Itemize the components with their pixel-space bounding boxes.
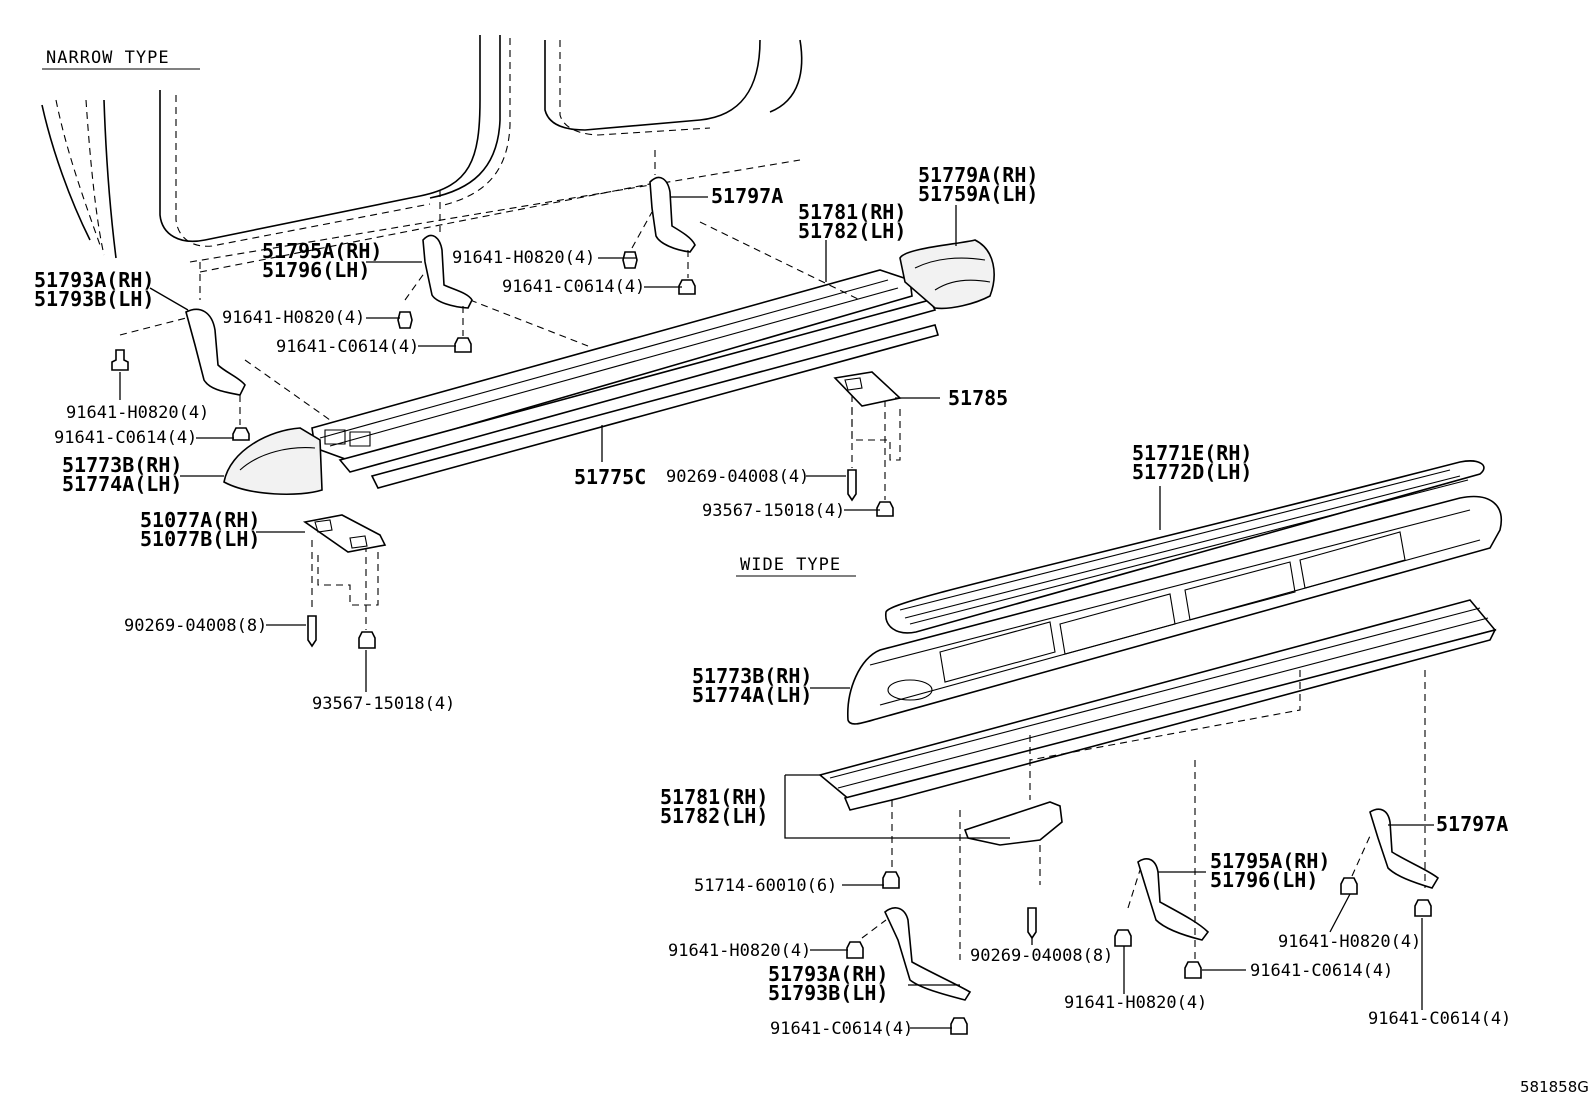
label-90269-04008-4: 90269-04008(4) — [666, 467, 809, 487]
label-51775C: 51775C — [574, 465, 646, 489]
label-wide-91641-h0820-b: 91641-H0820(4) — [1064, 993, 1207, 1013]
label-90269-04008-8: 90269-04008(8) — [124, 616, 267, 636]
narrow-bracket-51797 — [649, 176, 696, 253]
vehicle-body-outline — [41, 35, 803, 300]
label-wide-51782-lh: 51782(LH) — [660, 804, 768, 828]
wide-step-board — [847, 495, 1502, 725]
label-wide-91641-h0820-a: 91641-H0820(4) — [668, 941, 811, 961]
label-51077B-lh: 51077B(LH) — [140, 527, 260, 551]
narrow-plate-51785 — [833, 371, 902, 461]
wide-rail — [818, 599, 1497, 811]
label-51077A-rh: 51077A(RH) — [140, 508, 260, 532]
label-51796-lh: 51796(LH) — [262, 258, 370, 282]
label-wide-90269-04008-8: 90269-04008(8) — [970, 946, 1113, 966]
narrow-fasteners — [111, 211, 894, 649]
label-wide-51774A-lh: 51774A(LH) — [692, 683, 812, 707]
label-91641-h0820-left: 91641-H0820(4) — [66, 403, 209, 423]
narrow-plate-51077 — [302, 514, 387, 606]
label-51785: 51785 — [948, 386, 1008, 410]
wide-bracket-51793 — [884, 907, 972, 1001]
label-wide-51793A-rh: 51793A(RH) — [768, 962, 888, 986]
label-wide-91641-c0614-a: 91641-C0614(4) — [770, 1019, 913, 1039]
label-wide-91641-c0614-c: 91641-C0614(4) — [1368, 1009, 1511, 1029]
label-wide-91641-c0614-b: 91641-C0614(4) — [1250, 961, 1393, 981]
label-51771E-rh: 51771E(RH) — [1132, 441, 1252, 465]
narrow-bracket-51793 — [185, 308, 246, 396]
label-wide-91641-h0820-c: 91641-H0820(4) — [1278, 932, 1421, 952]
label-91641-c0614-top: 91641-C0614(4) — [502, 277, 645, 297]
reference-code: 581858G — [1520, 1078, 1589, 1096]
label-51793B-lh: 51793B(LH) — [34, 287, 154, 311]
label-93567-15018-4-right: 93567-15018(4) — [702, 501, 845, 521]
label-91641-h0820-mid: 91641-H0820(4) — [222, 308, 365, 328]
label-51714-60010-6: 51714-60010(6) — [694, 876, 837, 896]
narrow-step-rail — [244, 221, 940, 489]
label-51779A-rh: 51779A(RH) — [918, 163, 1038, 187]
label-wide-51793B-lh: 51793B(LH) — [768, 981, 888, 1005]
label-51759A-lh: 51759A(LH) — [918, 182, 1038, 206]
wide-fasteners — [846, 670, 1432, 1035]
label-wide-51795A-rh: 51795A(RH) — [1210, 849, 1330, 873]
wide-type-header: WIDE TYPE — [740, 555, 841, 575]
narrow-type-header: NARROW TYPE — [46, 48, 170, 68]
label-51774A-lh: 51774A(LH) — [62, 472, 182, 496]
label-91641-c0614-mid: 91641-C0614(4) — [276, 337, 419, 357]
label-91641-c0614-left: 91641-C0614(4) — [54, 428, 197, 448]
narrow-end-cap-front — [223, 427, 323, 496]
leader-lines — [119, 196, 1434, 1029]
label-wide-51781-rh: 51781(RH) — [660, 785, 768, 809]
label-51781-rh: 51781(RH) — [798, 200, 906, 224]
label-wide-51773B-rh: 51773B(RH) — [692, 664, 812, 688]
wide-bracket-51797 — [1369, 808, 1440, 889]
label-wide-51796-lh: 51796(LH) — [1210, 868, 1318, 892]
label-51797A: 51797A — [711, 184, 783, 208]
narrow-bracket-51795 — [422, 234, 473, 309]
label-51795A-rh: 51795A(RH) — [262, 239, 382, 263]
label-51773B-rh: 51773B(RH) — [62, 453, 182, 477]
label-91641-h0820-top: 91641-H0820(4) — [452, 248, 595, 268]
label-93567-15018-4-left: 93567-15018(4) — [312, 694, 455, 714]
label-51782-lh: 51782(LH) — [798, 219, 906, 243]
wide-step-pad — [885, 460, 1485, 634]
label-51793A-rh: 51793A(RH) — [34, 268, 154, 292]
wide-bracket-51795 — [1137, 858, 1210, 941]
label-wide-51797A: 51797A — [1436, 812, 1508, 836]
label-51772D-lh: 51772D(LH) — [1132, 460, 1252, 484]
narrow-end-cap-rear — [899, 239, 995, 310]
wide-center-bracket — [963, 735, 1063, 885]
